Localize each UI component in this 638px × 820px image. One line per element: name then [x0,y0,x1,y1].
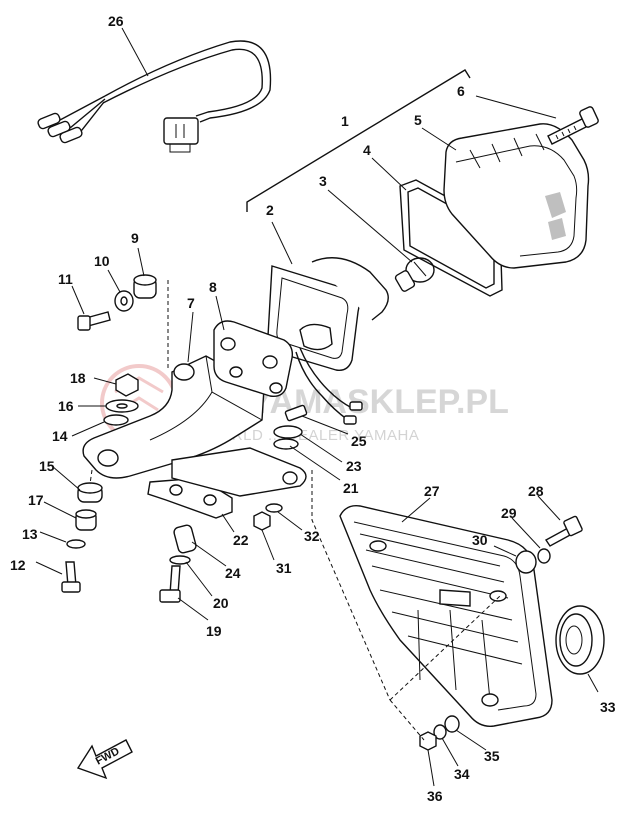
callout-29: 29 [501,505,517,521]
part-6-lens-screw [547,106,599,145]
callout-19: 19 [206,623,222,639]
callout-1: 1 [341,113,349,129]
part-10-washer [114,290,134,312]
forward-arrow: FWD [76,739,133,780]
callout-12: 12 [10,557,26,573]
callout-18: 18 [70,370,86,386]
callout-36: 36 [427,788,443,804]
callout-2: 2 [266,202,274,218]
callout-21: 21 [343,480,359,496]
part-19-bolt [159,565,181,603]
callout-26: 26 [108,13,124,29]
callout-35: 35 [484,748,500,764]
callout-15: 15 [39,458,55,474]
callout-30: 30 [472,532,488,548]
callout-10: 10 [94,253,110,269]
callout-6: 6 [457,83,465,99]
callout-34: 34 [454,766,470,782]
callout-25: 25 [351,433,367,449]
assembly-lines [89,280,501,741]
callout-4: 4 [363,142,371,158]
callout-31: 31 [276,560,292,576]
part-20-washer [169,555,191,565]
callout-24: 24 [225,565,241,581]
part-35-washer [444,715,460,733]
part-14-washer [103,414,129,426]
part-34-washer [433,724,447,740]
part-9-collar [133,274,157,299]
part-25-cord-clip [284,404,308,422]
part-30-washer [515,550,537,574]
part-13-washer [66,539,86,549]
part-27-license-plate-bracket [339,505,553,727]
callout-7: 7 [187,295,195,311]
part-7-taillight-bracket [82,355,265,479]
part-8-mounting-plate [213,320,294,398]
part-36-nut [419,731,437,751]
part-32-washer [265,503,283,513]
callout-33: 33 [600,699,616,715]
callout-11: 11 [58,271,73,287]
part-11-bolt [77,311,111,331]
assembly-group-bracket [246,69,471,212]
part-26-wire-harness [37,40,272,153]
watermark-subtext: WORLD ... DEALER YAMAHA [205,427,419,444]
callout-32: 32 [304,528,320,544]
part-5-lens [443,123,590,269]
callout-13: 13 [22,526,38,542]
callout-3: 3 [319,173,327,189]
part-16-washer [105,399,139,413]
leader-lines [35,27,599,787]
part-12-bolt [61,561,81,593]
callout-8: 8 [209,279,217,295]
callout-22: 22 [233,532,249,548]
part-33-reflector [555,605,605,675]
part-17-collar [75,509,97,531]
part-21-grommet [273,438,299,450]
part-2-lamp-base [266,257,389,425]
callout-20: 20 [213,595,229,611]
part-29-washer [537,548,551,564]
callout-17: 17 [28,492,44,508]
callout-5: 5 [414,112,422,128]
part-22-stay [147,447,307,519]
callout-23: 23 [346,458,362,474]
part-31-nut [253,511,271,531]
callout-16: 16 [58,398,74,414]
part-15-damper [77,482,103,503]
part-4-lens-gasket [399,179,503,297]
part-3-bulb [394,257,435,292]
callout-14: 14 [52,428,68,444]
part-18-nut [115,373,139,397]
part-23-grommet [273,425,303,439]
callout-27: 27 [424,483,440,499]
callout-28: 28 [528,483,544,499]
part-28-bolt [544,515,583,547]
part-24-collar [173,524,197,554]
callout-labels: 1 2 3 4 5 6 7 8 9 10 11 12 13 14 15 16 1… [10,13,616,804]
callout-9: 9 [131,230,139,246]
